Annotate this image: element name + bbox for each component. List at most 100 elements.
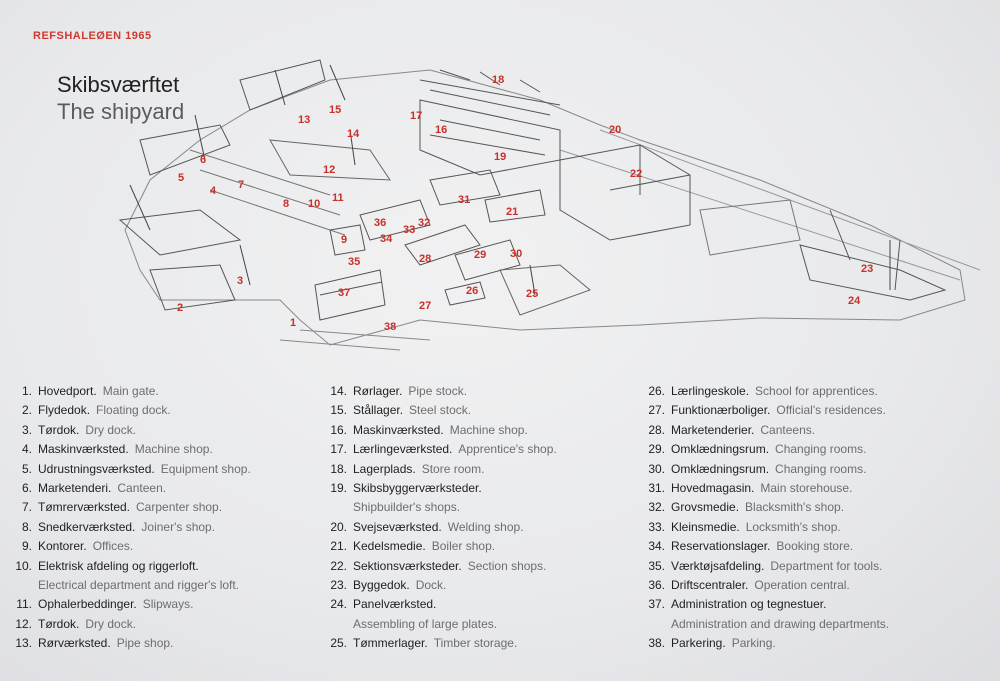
buildings-28-30 — [404, 224, 521, 281]
map-label-2: 2 — [177, 302, 183, 314]
legend-item: 8. Snedkerværksted. Joiner's shop. — [10, 518, 251, 537]
legend-number: 8. — [21, 519, 32, 534]
legend-english-label: Official's residences. — [776, 403, 886, 418]
legend-number: 2. — [21, 403, 32, 418]
school-26 — [444, 281, 486, 306]
legend-danish-label: Svejseværksted. — [353, 519, 442, 534]
map-label-11: 11 — [332, 192, 344, 204]
legend-english-label: Changing rooms. — [775, 442, 867, 457]
legend-item: 6.Marketenderi.Canteen. — [10, 479, 251, 498]
legend-number: 12. — [15, 616, 32, 631]
legend-english-label: Boiler shop. — [431, 539, 496, 554]
legend-item: 26.Lærlingeskole.School for apprentices. — [643, 382, 889, 401]
legend-danish-label: Marketenderi. — [38, 481, 112, 496]
cranes — [129, 64, 891, 296]
legend-number: 33. — [648, 519, 665, 534]
legend-english-label: Equipment shop. — [160, 461, 251, 476]
legend-item: 18.Lagerplads.Store room. — [325, 460, 557, 479]
legend-item: 16.Maskinværksted.Machine shop. — [325, 421, 557, 440]
legend-number: 17. — [330, 442, 347, 457]
map-label-26: 26 — [466, 285, 478, 297]
legend-number: 30. — [648, 461, 665, 476]
map-label-24: 24 — [848, 295, 861, 307]
legend-number: 20. — [330, 519, 347, 534]
legend-english-label: Shipbuilder's shops. — [353, 500, 461, 515]
legend-number: 22. — [330, 558, 347, 573]
shops-18 — [419, 69, 561, 116]
legend-danish-label: Kedelsmedie. — [353, 539, 426, 554]
legend-english-label: Joiner's shop. — [141, 519, 216, 534]
legend-danish-label: Maskinværksted. — [353, 422, 444, 437]
era-label: REFSHALEØEN 1965 — [33, 30, 152, 42]
legend-danish-label: Snedkerværksted. — [38, 519, 136, 534]
legend-column-1: 1.Hovedport.Main gate.2.Flydedok.Floatin… — [10, 382, 251, 654]
legend-english-label: Electrical department and rigger's loft. — [38, 578, 240, 593]
legend-number: 21. — [330, 539, 347, 554]
map-label-28: 28 — [419, 253, 431, 265]
legend-number: 10. — [15, 558, 32, 573]
map-label-27: 27 — [419, 300, 431, 312]
legend-english-label: Parking. — [731, 636, 776, 651]
legend-number: 25. — [330, 636, 347, 651]
legend-danish-label: Tørdok. — [38, 616, 80, 631]
legend-danish-label: Tømrerværksted. — [38, 500, 131, 515]
map-label-29: 29 — [474, 249, 486, 261]
legend-danish-label: Omklædningsrum. — [671, 442, 770, 457]
legend-english-label: Canteen. — [117, 481, 167, 496]
map-label-34: 34 — [380, 233, 393, 245]
legend-danish-label: Værktøjsafdeling. — [671, 558, 765, 573]
legend-column-2: 14.Rørlager.Pipe stock.15.Stållager.Stee… — [325, 382, 557, 654]
legend-danish-label: Kontorer. — [38, 539, 87, 554]
legend-item: 31.Hovedmagasin.Main storehouse. — [643, 479, 889, 498]
legend-item: 36.Driftscentraler.Operation central. — [643, 576, 889, 595]
legend-english-label: Pipe stock. — [408, 384, 468, 398]
slipways-12 — [269, 139, 391, 181]
legend-number: 23. — [330, 578, 347, 593]
map-label-12: 12 — [323, 164, 335, 176]
legend-item: 19.Skibsbyggerværksteder.Shipbuilder's s… — [325, 479, 557, 518]
ship-23 — [799, 244, 947, 301]
legend-english-label: Dry dock. — [85, 616, 137, 631]
map-label-30: 30 — [510, 248, 522, 260]
map-label-1: 1 — [290, 317, 296, 329]
legend-english-label: Slipways. — [142, 597, 194, 612]
legend-danish-label: Maskinværksted. — [38, 442, 129, 457]
legend-danish-label: Rørværksted. — [38, 636, 111, 651]
map-label-6: 6 — [200, 154, 206, 166]
legend-english-label: Administration and drawing departments. — [671, 616, 890, 631]
legend-number: 13. — [15, 636, 32, 651]
legend-english-label: Changing rooms. — [775, 461, 867, 476]
legend-item: 37.Administration og tegnestuer.Administ… — [643, 595, 889, 634]
map-label-17: 17 — [410, 110, 422, 122]
legend-number: 37. — [648, 597, 665, 612]
map-label-10: 10 — [308, 198, 320, 210]
legend-item: 24.Panelværksted.Assembling of large pla… — [325, 595, 557, 634]
legend-english-label: Machine shop. — [449, 422, 528, 437]
legend-danish-label: Flydedok. — [38, 403, 91, 418]
legend-item: 28.Marketenderier.Canteens. — [643, 421, 889, 440]
legend-english-label: Carpenter shop. — [136, 500, 223, 515]
map-label-20: 20 — [609, 124, 621, 136]
building-31 — [429, 169, 501, 206]
legend-english-label: Apprentice's shop. — [458, 442, 557, 457]
legend-number: 28. — [648, 422, 665, 437]
legend-english-label: Main gate. — [102, 384, 159, 398]
legend-number: 4. — [21, 442, 32, 457]
legend-number: 35. — [648, 558, 665, 573]
legend-english-label: Dock. — [415, 578, 447, 593]
legend-number: 9. — [21, 539, 32, 554]
legend-item: 23. Byggedok. Dock. — [325, 576, 557, 595]
map-label-22: 22 — [630, 168, 642, 180]
legend-item: 7.Tømrerværksted.Carpenter shop. — [10, 498, 251, 517]
legend-item: 5.Udrustningsværksted.Equipment shop. — [10, 460, 251, 479]
map-label-35: 35 — [348, 256, 360, 268]
legend-english-label: Assembling of large plates. — [353, 616, 498, 631]
legend-item: 38.Parkering.Parking. — [643, 634, 889, 653]
map-label-7: 7 — [238, 179, 244, 191]
legend-danish-label: Byggedok. — [353, 578, 410, 593]
legend-danish-label: Marketenderier. — [671, 422, 755, 437]
map-label-9: 9 — [341, 234, 347, 246]
legend-english-label: Section shops. — [467, 558, 547, 573]
legend-english-label: Dry dock. — [85, 422, 137, 437]
legend-english-label: Blacksmith's shop. — [745, 500, 845, 515]
